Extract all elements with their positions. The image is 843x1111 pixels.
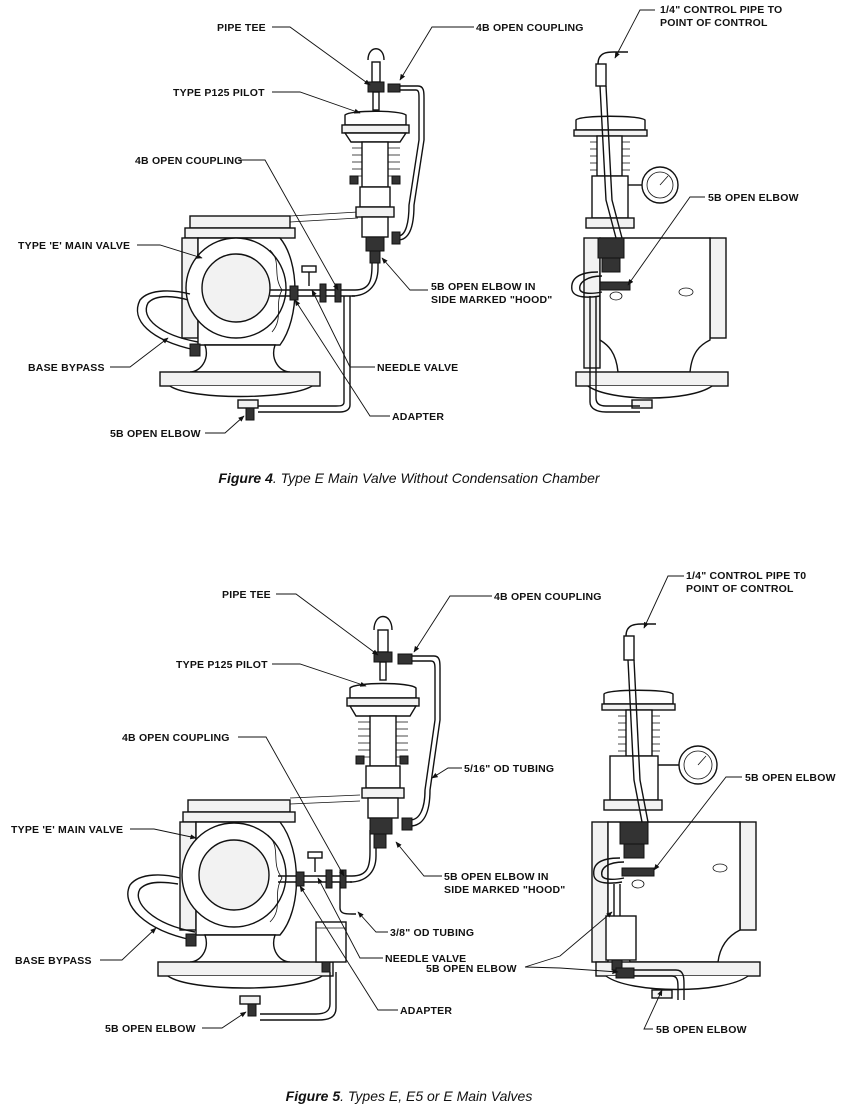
fig4-label-control-pipe-1: 1/4" CONTROL PIPE TO: [660, 4, 782, 16]
fig5-label-5-16-od-tubing: 5/16" OD TUBING: [464, 763, 554, 775]
fig5-front-valve-drawing: [127, 794, 377, 1021]
fig4-label-4b-open-coupling-mid: 4B OPEN COUPLING: [135, 155, 243, 167]
fig4-caption-text: . Type E Main Valve Without Condensation…: [273, 470, 601, 486]
fig5-label-4b-open-coupling-mid: 4B OPEN COUPLING: [122, 732, 230, 744]
fig4-label-adapter: ADAPTER: [392, 411, 444, 423]
fig5-label-5b-open-elbow-side: 5B OPEN ELBOW: [745, 772, 836, 784]
fig5-label-5b-open-elbow-hood-2: SIDE MARKED "HOOD": [444, 884, 565, 896]
fig5-label-type-e-main-valve: TYPE 'E' MAIN VALVE: [11, 824, 123, 836]
fig5-label-needle-valve: NEEDLE VALVE: [385, 953, 466, 965]
fig4-label-control-pipe-2: POINT OF CONTROL: [660, 17, 768, 29]
fig5-label-5b-open-elbow-right-bottom: 5B OPEN ELBOW: [656, 1024, 747, 1036]
fig4-label-4b-open-coupling-top: 4B OPEN COUPLING: [476, 22, 584, 34]
fig4-label-type-p125-pilot: TYPE P125 PILOT: [173, 87, 265, 99]
fig5-label-5b-open-elbow-hood-1: 5B OPEN ELBOW IN: [444, 871, 549, 883]
fig5-label-5b-open-elbow-bottom: 5B OPEN ELBOW: [105, 1023, 196, 1035]
fig4-leaders: [110, 9, 705, 434]
figure5-diagram: PIPE TEE 4B OPEN COUPLING TYPE P125 PILO…: [11, 570, 836, 1104]
fig5-label-4b-open-coupling-top: 4B OPEN COUPLING: [494, 591, 602, 603]
fig5-caption-number: Figure 5: [286, 1088, 341, 1104]
fig4-label-5b-open-elbow-hood-2: SIDE MARKED "HOOD": [431, 294, 552, 306]
fig5-label-3-8-od-tubing: 3/8" OD TUBING: [390, 927, 474, 939]
fig4-pilot-drawing: [341, 48, 425, 264]
fig4-side-view-drawing: [571, 51, 729, 413]
fig4-front-valve-drawing: [136, 211, 379, 421]
fig5-side-view-drawing: [591, 623, 761, 1000]
fig5-label-control-pipe-1: 1/4" CONTROL PIPE T0: [686, 570, 806, 582]
fig4-label-base-bypass: BASE BYPASS: [28, 362, 105, 374]
fig5-caption: Figure 5. Types E, E5 or E Main Valves: [286, 1088, 533, 1104]
fig4-caption-number: Figure 4: [218, 470, 273, 486]
fig4-caption: Figure 4. Type E Main Valve Without Cond…: [218, 470, 601, 486]
fig4-label-type-e-main-valve: TYPE 'E' MAIN VALVE: [18, 240, 130, 252]
fig5-label-5b-open-elbow-center: 5B OPEN ELBOW: [426, 963, 517, 975]
fig4-label-5b-open-elbow-bottom: 5B OPEN ELBOW: [110, 428, 201, 440]
fig5-pilot-drawing: [346, 615, 441, 849]
fig5-label-pipe-tee: PIPE TEE: [222, 589, 271, 601]
fig5-leaders: [100, 575, 742, 1030]
fig4-label-pipe-tee: PIPE TEE: [217, 22, 266, 34]
fig4-label-5b-open-elbow-hood-1: 5B OPEN ELBOW IN: [431, 281, 536, 293]
fig5-label-control-pipe-2: POINT OF CONTROL: [686, 583, 794, 595]
fig5-label-base-bypass: BASE BYPASS: [15, 955, 92, 967]
fig5-label-type-p125-pilot: TYPE P125 PILOT: [176, 659, 268, 671]
figure4-diagram: PIPE TEE 4B OPEN COUPLING TYPE P125 PILO…: [18, 4, 799, 486]
fig4-label-needle-valve: NEEDLE VALVE: [377, 362, 458, 374]
fig5-caption-text: . Types E, E5 or E Main Valves: [340, 1088, 532, 1104]
fig4-label-5b-open-elbow-side: 5B OPEN ELBOW: [708, 192, 799, 204]
fig5-label-adapter: ADAPTER: [400, 1005, 452, 1017]
